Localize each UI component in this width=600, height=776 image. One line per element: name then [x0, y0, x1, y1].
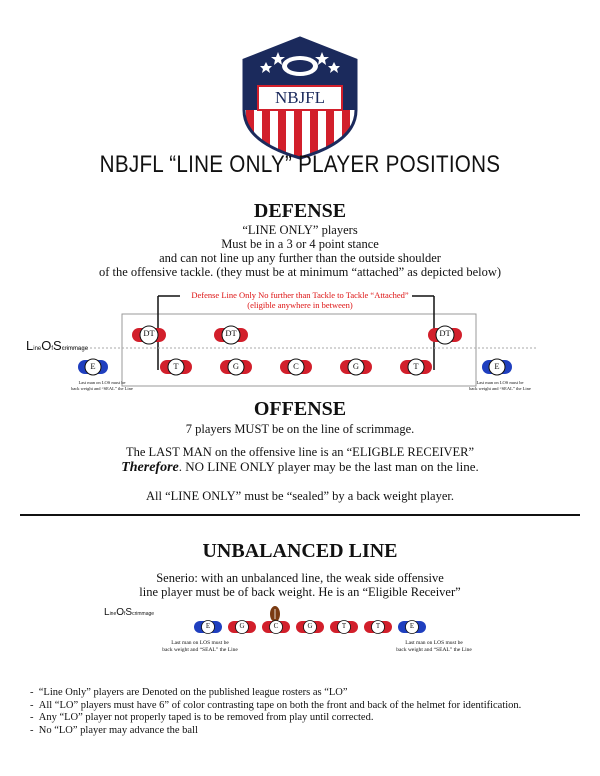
unbalanced-heading: UNBALANCED LINE: [202, 540, 398, 562]
league-logo: NBJFL: [238, 34, 362, 162]
rule-text-1: “Line Only” players are Denoted on the p…: [38, 687, 348, 698]
unbal-note-left-2: back weight and “SEAL” the Line: [162, 647, 238, 653]
unbal-end-right: [398, 620, 426, 634]
defender-dt-left: [132, 325, 166, 345]
unbalanced-line-2: line player must be of back weight. He i…: [139, 585, 461, 599]
offense-end-left: [78, 358, 108, 376]
therefore-emphasis: Therefore: [121, 460, 179, 475]
end-note-right-2: back weight and “SEAL” the Line: [469, 386, 531, 391]
end-note-left-2: back weight and “SEAL” the Line: [71, 386, 133, 391]
end-note-left-1: Last man on LOS must be: [78, 380, 126, 385]
los-small-ine: ine: [109, 611, 117, 617]
unbal-end-left: [194, 620, 222, 634]
bracket-note-2: (eligible anywhere in between): [247, 300, 353, 310]
offense-guard-left: [220, 358, 252, 376]
rule-text-4: No “LO” player may advance the ball: [38, 724, 198, 736]
offense-heading: OFFENSE: [253, 398, 347, 420]
field-box: [121, 313, 477, 387]
los-letter-o: O: [41, 338, 52, 353]
los-small-s: S: [125, 607, 133, 618]
offense-line-3: Therefore. NO LINE ONLY player may be th…: [0, 459, 600, 476]
unbal-note-left-1: Last man on LOS must be: [171, 640, 229, 646]
los-letter-l: L: [26, 338, 34, 353]
unbal-guard-left: [228, 620, 256, 634]
label-g-left: G: [232, 361, 240, 371]
label-t-left: T: [173, 361, 179, 371]
ulabel-c: C: [273, 622, 279, 630]
los-f: f: [51, 346, 54, 352]
offense-line-4: All “LINE ONLY” must be “sealed” by a ba…: [145, 489, 454, 503]
defense-line-3: and can not line up any further than the…: [159, 251, 441, 265]
rule-text-3: Any “LO” player not properly taped is to…: [38, 712, 374, 723]
ulabel-t-2: T: [375, 622, 381, 630]
rule-item: - Any “LO” player not properly taped is …: [30, 712, 374, 723]
offense-line-1: 7 players MUST be on the line of scrimma…: [185, 422, 415, 436]
rule-item: - All “LO” players must have 6” of color…: [30, 699, 522, 711]
rule-item: - No “LO” player may advance the ball: [30, 724, 198, 736]
offense-tackle-left: [160, 358, 192, 376]
los-label-small: LineOfScrimmage: [104, 602, 154, 620]
unbalanced-line-1: Senerio: with an unbalanced line, the we…: [156, 571, 444, 585]
section-divider: [20, 514, 580, 516]
unbal-note-right-1: Last man on LOS must be: [405, 640, 463, 646]
ulabel-t-1: T: [341, 622, 347, 630]
unbal-tackle-2: [364, 620, 392, 634]
label-t-right: T: [413, 361, 419, 371]
rules-list: - “Line Only” players are Denoted on the…: [30, 687, 590, 737]
label-dt-right: DT: [439, 328, 451, 338]
unbal-center: [262, 620, 290, 634]
defender-dt-center: [214, 325, 248, 345]
label-e-left: E: [90, 361, 96, 371]
label-dt-center: DT: [225, 328, 237, 338]
page-title: NBJFL “LINE ONLY” PLAYER POSITIONS: [99, 151, 501, 178]
unbal-tackle-1: [330, 620, 358, 634]
offense-end-right: [482, 358, 512, 376]
los-small-f: f: [124, 611, 126, 617]
offense-line-2: The LAST MAN on the offensive line is an…: [125, 445, 475, 459]
offense-line-3-rest: . NO LINE ONLY player may be the last ma…: [178, 459, 479, 474]
ulabel-e-left: E: [205, 622, 211, 630]
bracket-note-1: Defense Line Only No further than Tackle…: [191, 290, 409, 300]
los-small-crimmage: crimmage: [132, 611, 155, 617]
rule-item: - “Line Only” players are Denoted on the…: [30, 687, 348, 698]
label-dt-left: DT: [143, 328, 155, 338]
defense-line-1: “LINE ONLY” players: [242, 223, 358, 237]
defense-heading: DEFENSE: [253, 200, 347, 222]
unbalanced-formation-diagram: LineOfScrimmage E G C G T T E Last man o…: [0, 598, 600, 658]
los-small-o: O: [116, 607, 125, 618]
ulabel-g-left: G: [239, 622, 245, 630]
label-e-right: E: [494, 361, 500, 371]
logo-text: NBJFL: [274, 88, 326, 107]
unbal-note-right-2: back weight and “SEAL” the Line: [396, 647, 472, 653]
unbal-guard-right: [296, 620, 324, 634]
los-ine: ine: [33, 346, 42, 352]
label-c: C: [293, 361, 299, 371]
rule-text-2: All “LO” players must have 6” of color c…: [38, 699, 522, 711]
defense-line-4: of the offensive tackle. (they must be a…: [98, 265, 502, 279]
end-note-right-1: Last man on LOS must be: [476, 380, 524, 385]
los-letter-s: S: [53, 338, 62, 353]
offense-tackle-right: [400, 358, 432, 376]
line-only-formation-diagram: Defense Line Only No further than Tackle…: [0, 282, 600, 397]
ulabel-g-right: G: [307, 622, 313, 630]
defense-line-2: Must be in a 3 or 4 point stance: [221, 237, 379, 251]
los-label: LineOfScrimmage: [26, 337, 88, 355]
los-small-l: L: [104, 607, 110, 618]
los-crimmage: crimmage: [61, 346, 89, 352]
ulabel-e-right: E: [409, 622, 415, 630]
label-g-right: G: [352, 361, 360, 371]
offense-guard-right: [340, 358, 372, 376]
offense-center: [280, 358, 312, 376]
defender-dt-right: [428, 325, 462, 345]
